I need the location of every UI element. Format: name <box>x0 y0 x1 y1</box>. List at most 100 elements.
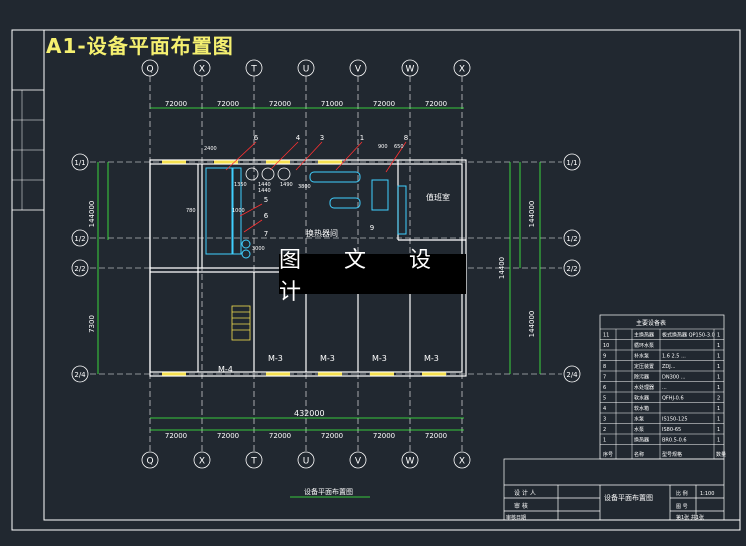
axis-bubble-bottom <box>245 451 263 469</box>
callout-number: 9 <box>370 224 374 232</box>
bottom-dimension: 72000 <box>321 432 343 440</box>
tb-design: 设 计 人 <box>514 489 536 497</box>
annotation: 1000 <box>232 208 245 214</box>
room-m4-label: M-4 <box>218 365 233 374</box>
parts-list-cell: 1 <box>717 417 720 423</box>
axis-label-right: 2/4 <box>566 371 578 379</box>
binding-strip-lines <box>12 90 44 210</box>
right-dimension: 144000 <box>528 201 536 228</box>
callout-number: 7 <box>264 230 268 238</box>
right-dimension: 14400 <box>498 257 506 279</box>
drawing-caption: 设备平面布置图 <box>304 487 353 496</box>
title-block <box>503 458 725 521</box>
axis-label-right: 1/1 <box>566 159 577 167</box>
axis-bubble-top <box>349 59 367 77</box>
axis-bubble-bottom <box>453 451 471 469</box>
parts-list-cell: 9 <box>603 354 606 360</box>
axis-bubble-top <box>141 59 159 77</box>
axis-label-right: 2/2 <box>566 265 577 273</box>
dimension-lines <box>97 107 541 431</box>
parts-list-cell: 软水器 <box>634 395 649 402</box>
callout-number: 6 <box>254 134 259 142</box>
parts-list-cell: 软水箱 <box>634 405 649 412</box>
tb-sheet-label: 图 号 <box>676 504 688 510</box>
bottom-dimension: 72000 <box>373 432 395 440</box>
parts-list-cell: DN300 ... <box>662 375 686 381</box>
watermark: 图 文 设 计 <box>279 248 466 305</box>
annotation: 650 <box>394 144 404 150</box>
parts-list-column-label: 数量 <box>716 451 726 458</box>
axis-label-top: U <box>303 65 310 75</box>
annotation: 1350 <box>234 182 247 188</box>
axis-label-top: T <box>250 65 257 75</box>
axis-bubble-bottom <box>401 451 419 469</box>
axis-bubble-top <box>297 59 315 77</box>
axis-bubble-top <box>401 59 419 77</box>
left-dimension: 144000 <box>88 201 96 228</box>
callout-number: 5 <box>264 196 268 204</box>
tb-scale-label: 比 例 <box>676 490 688 497</box>
parts-list-cell: 6 <box>603 385 606 391</box>
parts-list-column-label: 名称 <box>634 451 644 458</box>
drawing-title: A1-设备平面布置图 <box>46 34 234 58</box>
pumps <box>245 167 291 181</box>
parts-list-cell: 1 <box>717 364 720 370</box>
axis-label-left: 2/4 <box>74 371 86 379</box>
axis-bubble-bottom <box>349 451 367 469</box>
callout-number: 3 <box>320 134 324 142</box>
parts-list-cell: 4 <box>603 406 606 412</box>
parts-list-cell: 1 <box>717 375 720 381</box>
axis-label-bottom: X <box>459 457 465 467</box>
bottom-dimension: 72000 <box>165 432 187 440</box>
parts-list-cell: 1.6 2.5 ... <box>662 354 686 360</box>
tb-scale-value: 1:100 <box>700 491 714 497</box>
parts-list-cell: 2 <box>603 427 606 433</box>
parts-list-header: 主要设备表 <box>636 319 666 327</box>
axis-bubble-left <box>71 153 89 171</box>
axis-label-bottom: X <box>199 457 205 467</box>
parts-list-cell: 水泵 <box>634 426 644 433</box>
axis-bubble-top <box>245 59 263 77</box>
parts-list-cell: 板式换热器 QP150-3.0 <box>662 332 715 339</box>
tb-sheet-name: 设备平面布置图 <box>604 493 653 502</box>
parts-list-cell: 11 <box>603 333 609 339</box>
parts-list-cell: 换热器 <box>634 437 649 444</box>
room-m3-label-1: M-3 <box>268 354 283 363</box>
parts-list-cell: 除污器 <box>634 374 649 381</box>
axis-label-bottom: W <box>406 457 415 467</box>
room-m3-label-2: M-3 <box>320 354 335 363</box>
parts-list-cell: 2 <box>717 396 720 402</box>
parts-list-cell: 定压装置 <box>634 363 654 370</box>
axis-bubble-right <box>563 229 581 247</box>
parts-list-cell: IS80-65 <box>662 427 681 433</box>
callout-number: 1 <box>360 134 364 142</box>
annotation: 1440 <box>258 188 271 194</box>
axis-label-top: X <box>199 65 205 75</box>
callout-number: 8 <box>404 134 408 142</box>
annotation: 2400 <box>204 146 217 152</box>
axis-bubble-bottom <box>297 451 315 469</box>
axis-label-left: 1/2 <box>74 235 85 243</box>
annotation: 3800 <box>298 184 311 190</box>
bottom-dimension: 72000 <box>269 432 291 440</box>
parts-list-cell: 水泵 <box>634 416 644 423</box>
parts-list-cell: 8 <box>603 364 606 370</box>
bottom-dimension: 72000 <box>425 432 447 440</box>
top-dimension: 72000 <box>373 100 395 108</box>
left-dimension: 7300 <box>88 315 96 333</box>
stair <box>231 305 251 341</box>
annotation: 1440 <box>258 182 271 188</box>
axis-label-bottom: Q <box>146 457 153 467</box>
callout-number: 4 <box>296 134 301 142</box>
parts-list-cell: QFHJ-0.6 <box>662 396 684 402</box>
annotation: 900 <box>378 144 388 150</box>
axis-bubble-left <box>71 229 89 247</box>
parts-list-cell: 1 <box>717 343 720 349</box>
annotation: 1490 <box>280 182 293 188</box>
parts-list-cell: 主换热器 <box>634 332 654 339</box>
parts-list-cell: ... <box>662 385 667 391</box>
axis-label-left: 2/2 <box>74 265 85 273</box>
axis-label-top: V <box>355 65 362 75</box>
